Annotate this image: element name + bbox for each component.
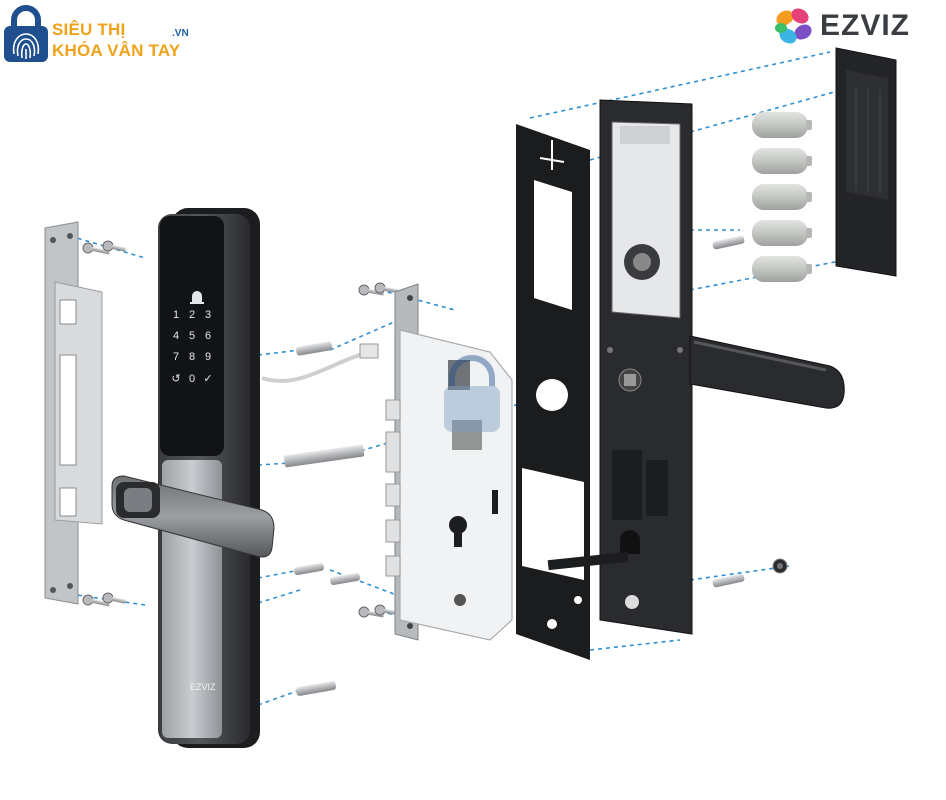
strike-plate xyxy=(44,221,103,605)
mortise-screws xyxy=(358,282,399,618)
rear-screws xyxy=(712,235,788,588)
ezviz-logo: EZVIZ xyxy=(770,0,946,52)
key-4: 4 xyxy=(173,330,179,342)
key-2: 2 xyxy=(189,309,195,321)
brand-tld: .VN xyxy=(172,28,189,39)
ezviz-petal-icon xyxy=(775,8,812,44)
battery-cover xyxy=(835,47,897,277)
key-3: 3 xyxy=(205,309,211,321)
front-ezviz-logo: EZVIZ xyxy=(190,682,216,692)
watermark-padlock-icon xyxy=(444,355,500,432)
brand-line-2: KHÓA VÂN TAY xyxy=(52,41,181,60)
spindles xyxy=(261,341,379,696)
key-0: 0 xyxy=(189,373,195,385)
bell-icon xyxy=(190,291,204,304)
mortise-body xyxy=(385,283,513,641)
rear-gasket xyxy=(516,124,590,660)
key-7: 7 xyxy=(173,351,179,363)
padlock-icon xyxy=(4,5,48,62)
rear-handle xyxy=(689,335,845,409)
front-lock-panel xyxy=(158,208,260,748)
brand-line-1: SIÊU THỊ xyxy=(52,20,126,39)
rear-lock-panel xyxy=(547,99,693,635)
ezviz-wordmark: EZVIZ xyxy=(820,9,911,42)
key-5: 5 xyxy=(189,330,195,342)
front-handle xyxy=(111,475,275,558)
key-1: 1 xyxy=(173,309,179,321)
key-back: ↺ xyxy=(171,373,180,385)
fingerprint-sensor xyxy=(124,488,152,512)
key-confirm: ✓ xyxy=(203,373,212,385)
brand-logo: SIÊU THỊ .VN KHÓA VÂN TAY xyxy=(0,0,230,72)
key-6: 6 xyxy=(205,330,211,342)
key-9: 9 xyxy=(205,351,211,363)
key-8: 8 xyxy=(189,351,195,363)
keypad: 1 2 3 4 5 6 7 8 9 ↺ 0 ✓ xyxy=(171,291,213,385)
batteries xyxy=(752,112,812,282)
strike-screws xyxy=(82,240,127,607)
